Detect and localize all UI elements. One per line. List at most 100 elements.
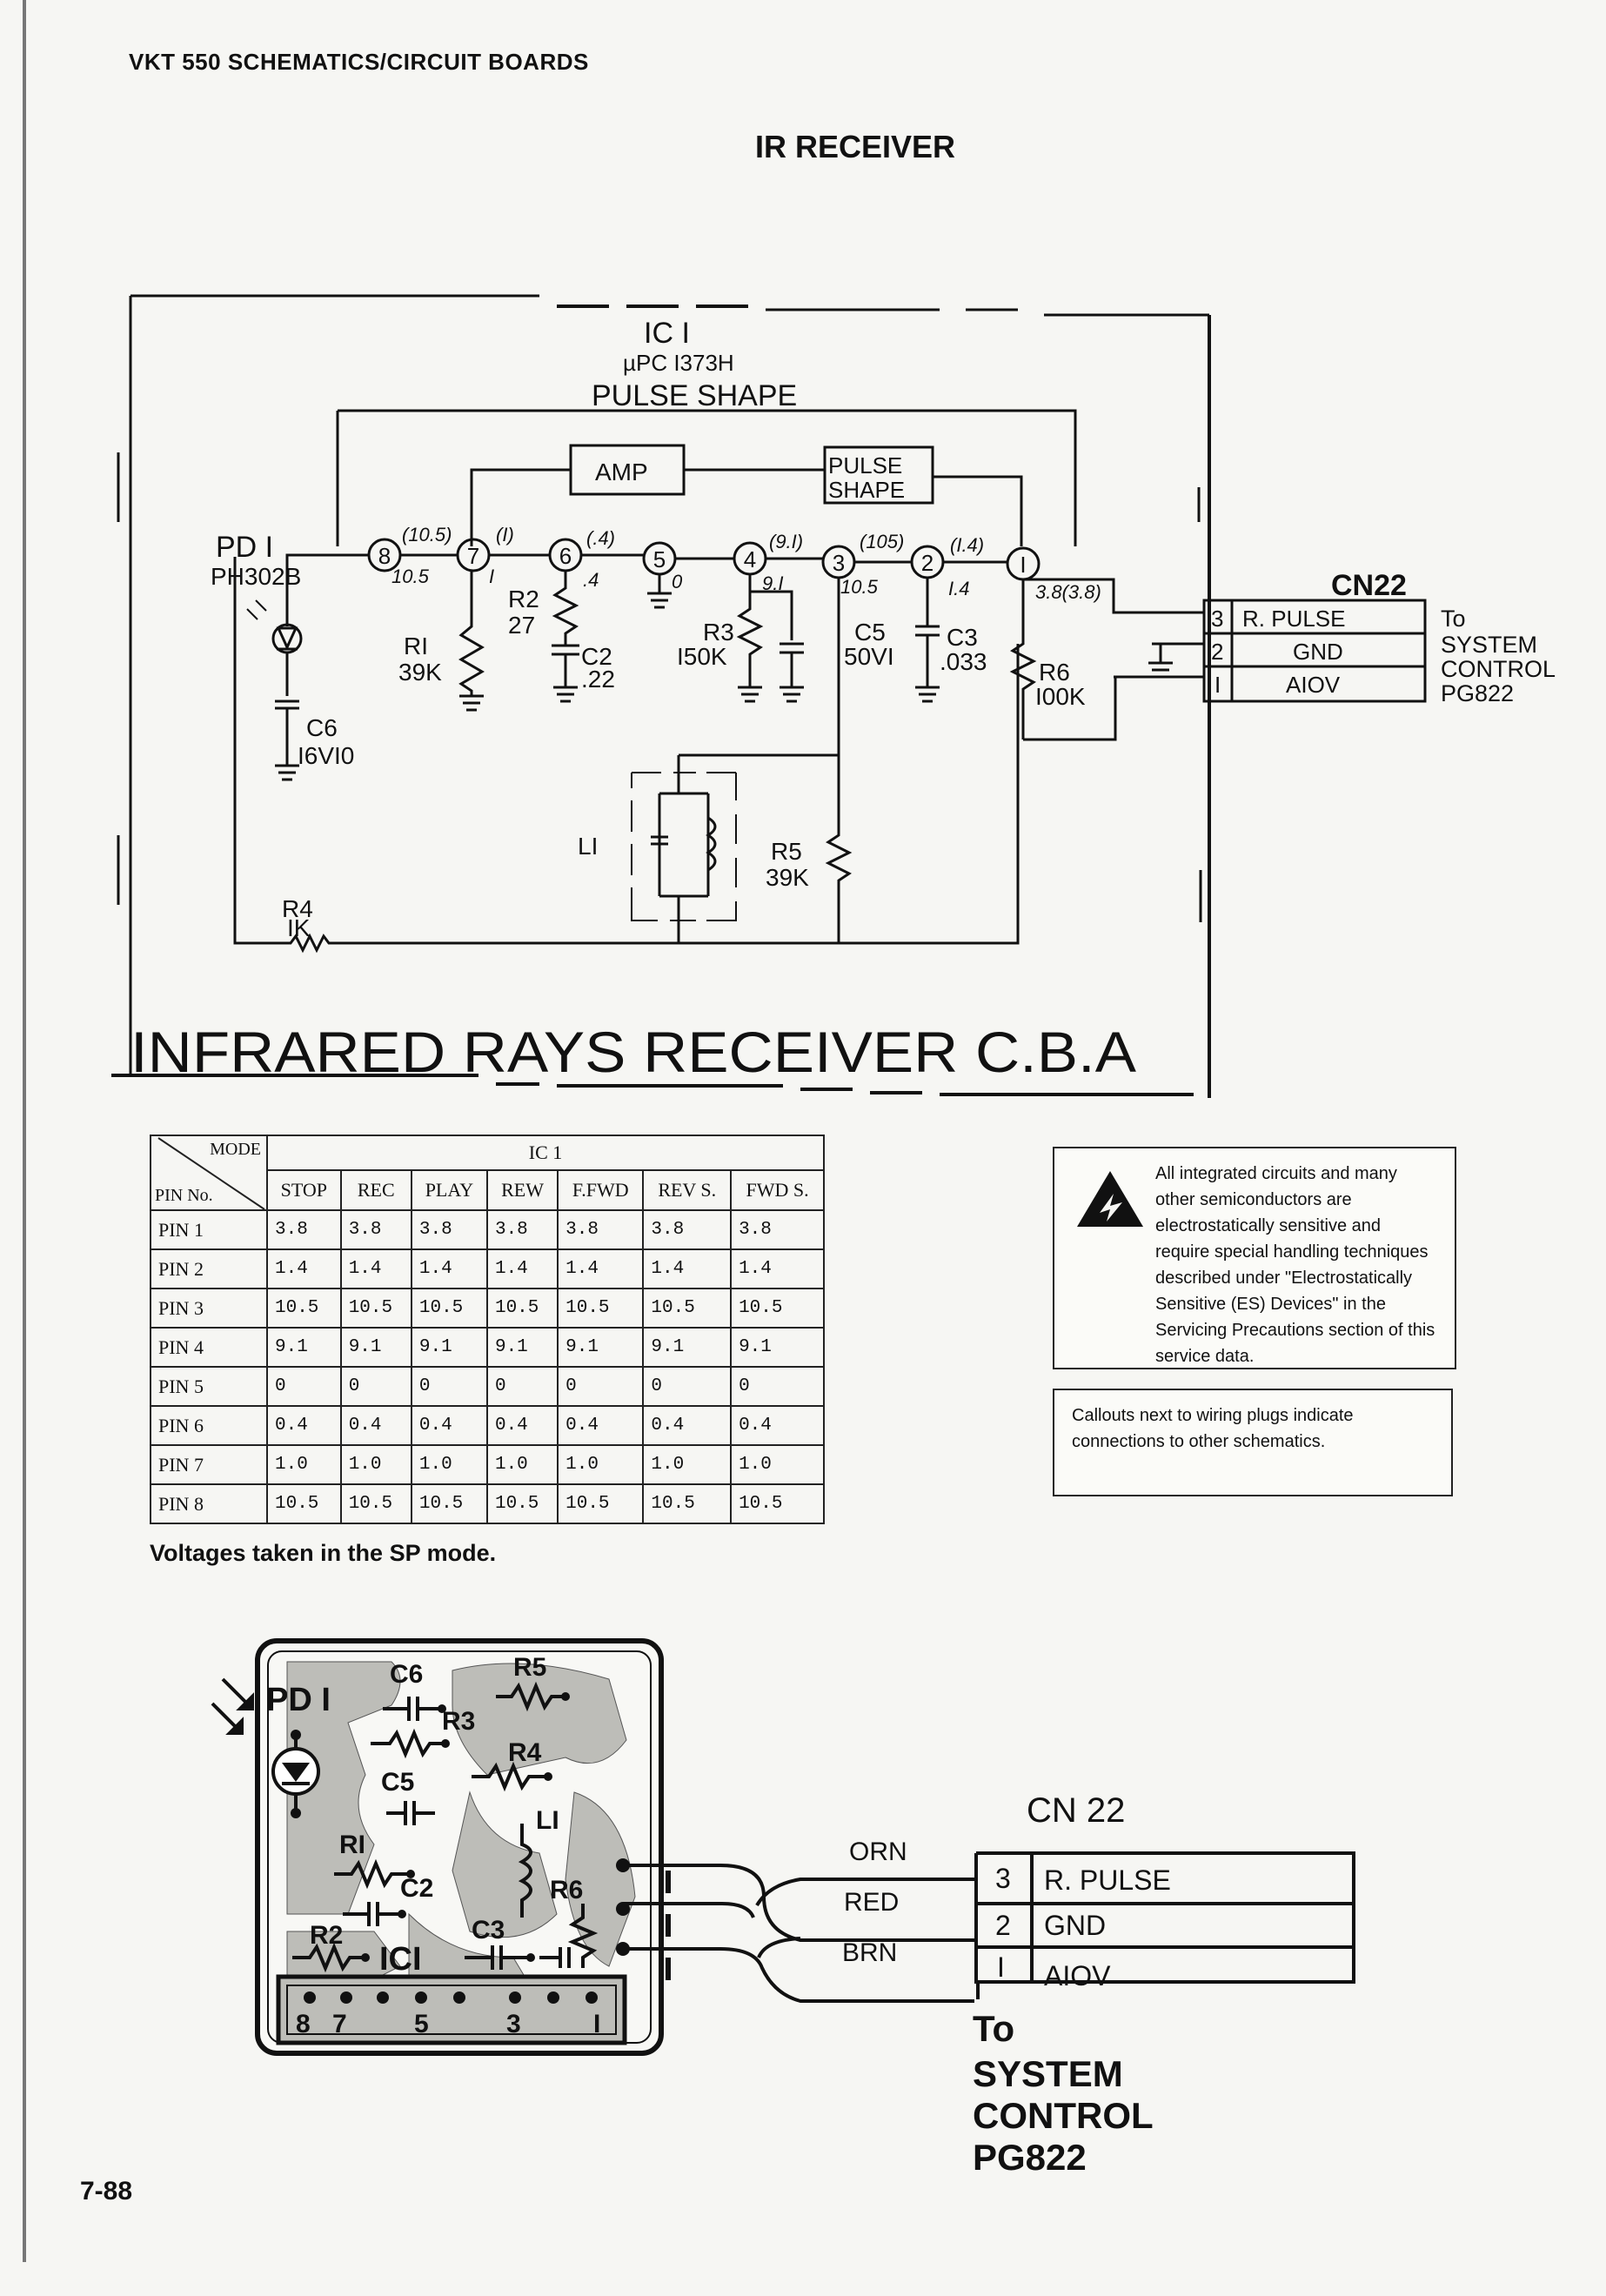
voltage-cell: 1.0 <box>410 1444 488 1485</box>
voltage-cell: 1.0 <box>730 1444 825 1485</box>
row-pin-label: PIN 6 <box>150 1405 268 1446</box>
page-header: VKT 550 SCHEMATICS/CIRCUIT BOARDS <box>129 49 589 75</box>
r3-label: R3 <box>703 619 734 646</box>
esd-note-text: All integrated circuits and many other s… <box>1155 1164 1435 1366</box>
pin-4-label: 4 <box>744 546 756 572</box>
voltage-cell: 1.0 <box>339 1444 412 1485</box>
page-number: 7-88 <box>80 2177 133 2206</box>
voltage-cell: 0.4 <box>266 1405 342 1446</box>
cn22-signal-1: AIOV <box>1286 672 1341 698</box>
board-r1-label: RI <box>339 1831 365 1859</box>
row-pin-label: PIN 4 <box>150 1327 268 1368</box>
r1-value: 39K <box>398 659 442 686</box>
voltage-cell: 1.0 <box>485 1444 559 1485</box>
board-c3-label: C3 <box>472 1916 505 1945</box>
board-cn22-label: CN 22 <box>1027 1791 1125 1830</box>
voltage-cell: 9.1 <box>642 1327 733 1368</box>
pin-6-volt: .4 <box>583 569 599 591</box>
pin-2-volt: I.4 <box>948 578 969 599</box>
pin-3-volt-top: (105) <box>860 531 904 552</box>
voltage-cell: 9.1 <box>557 1327 645 1368</box>
voltage-cell: 10.5 <box>339 1483 412 1524</box>
pin-3-volt: 10.5 <box>840 576 879 598</box>
voltage-cell: 3.8 <box>339 1209 412 1250</box>
voltage-cell: 0 <box>410 1366 488 1407</box>
cn22-pin-2: 2 <box>1211 639 1223 665</box>
voltage-cell: 1.4 <box>339 1248 412 1289</box>
voltage-cell: 9.1 <box>410 1327 488 1368</box>
board-ic1-label: ICI <box>379 1941 422 1978</box>
pin-6-volt-top: (.4) <box>586 527 615 549</box>
voltage-cell: 0.4 <box>410 1405 488 1446</box>
pin-8-volt-top: (10.5) <box>402 524 452 546</box>
wire-brn: BRN <box>842 1938 897 1967</box>
r4-value: IK <box>287 914 311 941</box>
row-pin-label: PIN 5 <box>150 1366 268 1407</box>
voltage-cell: 1.4 <box>266 1248 342 1289</box>
cn22-signal-3: R. PULSE <box>1242 606 1346 632</box>
row-pin-label: PIN 7 <box>150 1444 268 1485</box>
board-pin-7: 7 <box>332 2010 347 2038</box>
page-title: IR RECEIVER <box>755 129 956 164</box>
pin-no-header: PIN No. <box>155 1186 213 1205</box>
column-header: F.FWD <box>557 1169 645 1211</box>
r6-label: R6 <box>1039 659 1070 686</box>
c2-value: .22 <box>581 666 615 693</box>
voltage-cell: 3.8 <box>557 1209 645 1250</box>
c6-value: I6VI0 <box>298 742 354 769</box>
row-pin-label: PIN 8 <box>150 1483 268 1524</box>
binding-edge <box>23 0 26 2262</box>
board-cn22-signal-2: GND <box>1044 1910 1106 1941</box>
voltage-cell: 10.5 <box>642 1483 733 1524</box>
voltage-cell: 1.0 <box>266 1444 342 1485</box>
board-l1-label: LI <box>536 1806 559 1835</box>
schematic-diagram: IC I µPC I373H PULSE SHAPE AMP PULSE SHA… <box>111 294 1556 1098</box>
board-to-line-4: PG822 <box>973 2137 1087 2175</box>
to-line-3: CONTROL <box>1441 656 1556 682</box>
board-title: INFRARED RAYS RECEIVER C.B.A <box>130 1020 1136 1084</box>
voltage-cell: 1.4 <box>557 1248 645 1289</box>
l1-label: LI <box>578 833 598 860</box>
row-pin-label: PIN 2 <box>150 1248 268 1289</box>
board-pin-3: 3 <box>506 2010 521 2038</box>
r6-value: I00K <box>1035 683 1086 710</box>
cn22-pin-1: I <box>1215 672 1221 698</box>
amp-label: AMP <box>595 459 648 485</box>
voltage-cell: 0 <box>557 1366 645 1407</box>
pin-4-volt: 9.I <box>762 572 783 594</box>
mode-header: MODE <box>210 1140 261 1159</box>
board-to-line-1: To <box>973 2008 1014 2049</box>
esd-warning-icon <box>1077 1171 1143 1227</box>
to-line-2: SYSTEM <box>1441 632 1537 658</box>
voltage-cell: 10.5 <box>266 1483 342 1524</box>
pin-4-volt-top: (9.I) <box>769 531 803 552</box>
voltage-cell: 3.8 <box>410 1209 488 1250</box>
board-to-line-3: CONTROL <box>973 2095 1154 2136</box>
voltage-cell: 3.8 <box>485 1209 559 1250</box>
pin-8-label: 8 <box>378 543 391 569</box>
cn22-pin-3: 3 <box>1211 606 1223 632</box>
callout-note-text: Callouts next to wiring plugs indicate c… <box>1072 1406 1354 1451</box>
callout-note-box: Callouts next to wiring plugs indicate c… <box>1053 1389 1453 1496</box>
voltage-cell: 3.8 <box>642 1209 733 1250</box>
pin-1-label: I <box>1020 552 1026 578</box>
board-cn22-pin-3: 3 <box>995 1863 1011 1894</box>
r5-label: R5 <box>771 838 802 865</box>
c3-value: .033 <box>940 648 987 675</box>
board-pin-5: 5 <box>414 2010 429 2038</box>
pin-7-volt-top: (I) <box>496 524 514 546</box>
esd-note-box: All integrated circuits and many other s… <box>1053 1147 1456 1369</box>
voltage-cell: 0.4 <box>730 1405 825 1446</box>
cn22-signal-2: GND <box>1293 639 1343 665</box>
r2-label: R2 <box>508 586 539 612</box>
voltage-cell: 10.5 <box>642 1288 733 1329</box>
voltage-cell: 0.4 <box>642 1405 733 1446</box>
pd1-part: PH302B <box>211 563 301 590</box>
voltage-cell: 0.4 <box>485 1405 559 1446</box>
voltage-cell: 0.4 <box>339 1405 412 1446</box>
voltage-cell: 1.4 <box>410 1248 488 1289</box>
voltage-cell: 10.5 <box>410 1483 488 1524</box>
